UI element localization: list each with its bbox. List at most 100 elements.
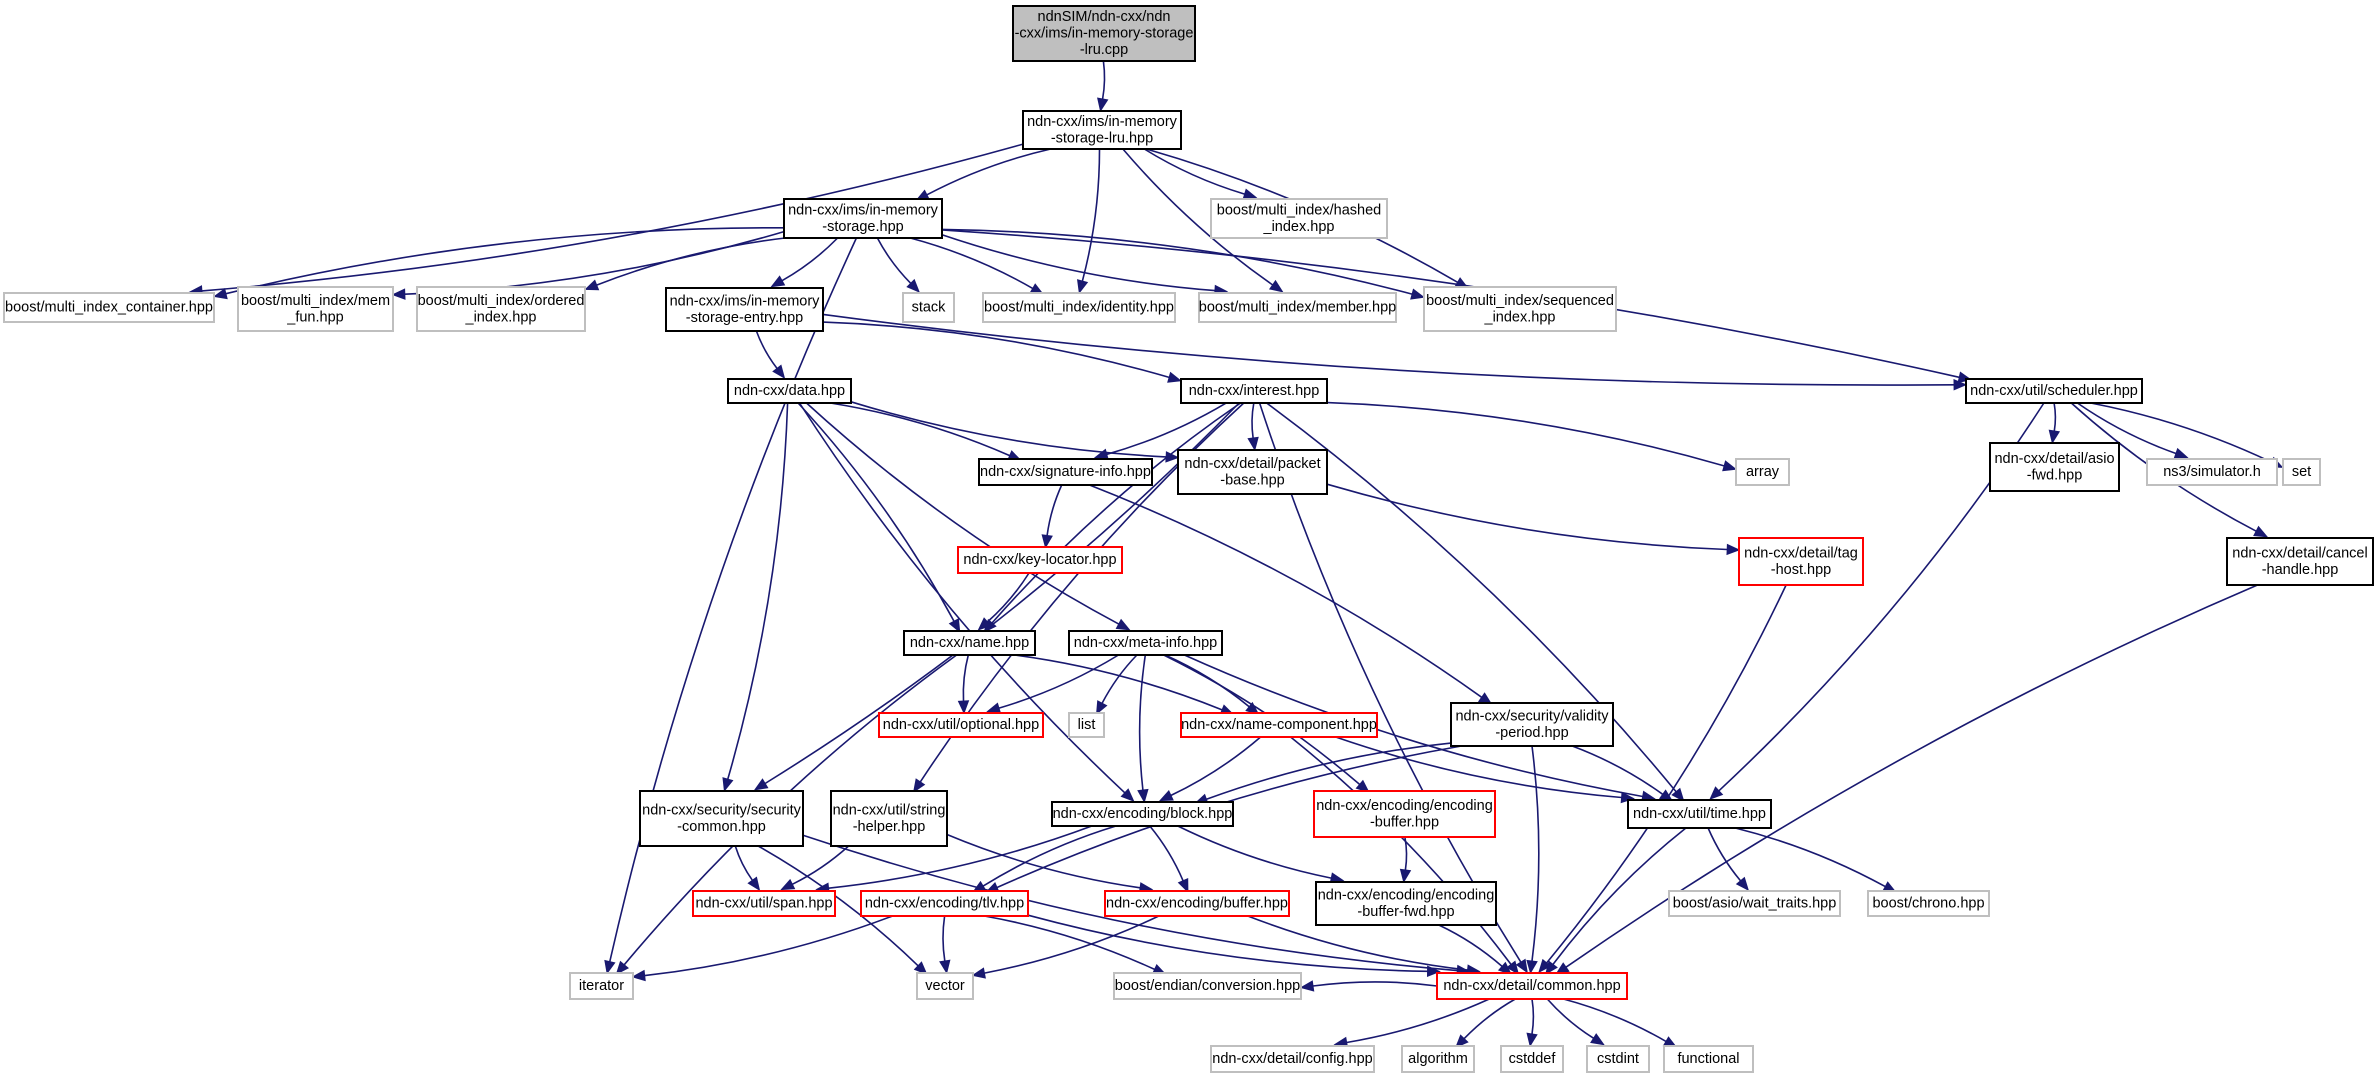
node-seccommon[interactable]: ndn-cxx/security/security-common.hpp [639, 790, 804, 847]
edge-namecomp-to-block [1170, 736, 1262, 797]
node-common[interactable]: ndn-cxx/detail/common.hpp [1436, 972, 1628, 1000]
node-box [1738, 537, 1864, 586]
node-taghost[interactable]: ndn-cxx/detail/tag-host.hpp [1738, 537, 1864, 586]
edge-common-to-endian [1312, 981, 1438, 987]
node-box [957, 546, 1123, 574]
node-label: -storage-lru.hpp [1051, 130, 1153, 146]
node-optional[interactable]: ndn-cxx/util/optional.hpp [878, 712, 1044, 738]
node-bufferfwd[interactable]: ndn-cxx/encoding/encoding-buffer-fwd.hpp [1315, 881, 1497, 926]
node-encbuf[interactable]: ndn-cxx/encoding/encoding-buffer.hpp [1313, 790, 1496, 838]
node-chrono: boost/chrono.hpp [1867, 890, 1990, 917]
node-box [1401, 1045, 1475, 1073]
node-mic: boost/multi_index_container.hpp [3, 292, 215, 323]
edge-storage-to-sequenced [941, 228, 1413, 295]
node-box [1989, 442, 2120, 492]
node-label: ndn-cxx/encoding/block.hpp [1053, 806, 1233, 822]
arrowhead-icon [2173, 447, 2189, 459]
node-algorithm: algorithm [1401, 1045, 1475, 1073]
node-label: ndn-cxx/encoding/encoding [1316, 798, 1493, 814]
arrowhead-icon [1735, 876, 1750, 891]
node-label: list [1078, 717, 1096, 733]
node-label: array [1746, 464, 1780, 480]
edge-tlv-to-endian [984, 915, 1155, 971]
node-tlv[interactable]: ndn-cxx/encoding/tlv.hpp [860, 890, 1029, 917]
edge-common-to-algorithm [1463, 998, 1516, 1040]
node-box [692, 890, 836, 917]
edge-strhelper-to-span [791, 845, 850, 886]
edge-storage-to-entry [781, 237, 839, 282]
edge-interest-to-packet [1251, 402, 1255, 439]
node-span[interactable]: ndn-cxx/util/span.hpp [692, 890, 836, 917]
node-scheduler[interactable]: ndn-cxx/util/scheduler.hpp [1965, 378, 2143, 404]
node-interest[interactable]: ndn-cxx/interest.hpp [1180, 378, 1328, 404]
node-strhelper[interactable]: ndn-cxx/util/string-helper.hpp [830, 790, 948, 847]
arrowhead-icon [1722, 460, 1737, 472]
node-data[interactable]: ndn-cxx/data.hpp [727, 378, 852, 404]
arrowhead-icon [977, 617, 992, 631]
node-root[interactable]: ndnSIM/ndn-cxx/ndn-cxx/ims/in-memory-sto… [1012, 5, 1196, 62]
node-box [878, 712, 1044, 738]
arrowhead-icon [1515, 958, 1528, 974]
node-label: ndn-cxx/detail/tag [1744, 545, 1858, 561]
node-cstdint: cstdint [1586, 1045, 1650, 1073]
node-identity: boost/multi_index/identity.hpp [982, 292, 1176, 323]
node-keyloc[interactable]: ndn-cxx/key-locator.hpp [957, 546, 1123, 574]
edge-keyloc-to-name [986, 572, 1030, 623]
node-entry[interactable]: ndn-cxx/ims/in-memory-storage-entry.hpp [665, 287, 824, 332]
edge-encbuf-to-bufferfwd [1404, 836, 1408, 871]
node-memfun: boost/multi_index/mem_fun.hpp [237, 286, 394, 332]
edge-block-to-bufferfwd [1177, 825, 1332, 879]
edge-lru-to-mic [201, 143, 1024, 292]
node-label: ndn-cxx/security/validity [1455, 708, 1609, 724]
edge-sig-to-validity [1089, 484, 1483, 698]
node-storage[interactable]: ndn-cxx/ims/in-memory-storage.hpp [783, 198, 943, 239]
node-label: -storage.hpp [822, 219, 903, 235]
node-box [1315, 881, 1497, 926]
node-config: ndn-cxx/detail/config.hpp [1210, 1045, 1375, 1073]
node-buffer[interactable]: ndn-cxx/encoding/buffer.hpp [1104, 890, 1290, 917]
node-label: cstddef [1509, 1051, 1557, 1067]
arrowhead-icon [770, 275, 786, 288]
node-meta[interactable]: ndn-cxx/meta-info.hpp [1068, 630, 1223, 656]
node-box [1500, 1045, 1564, 1073]
node-namecomp[interactable]: ndn-cxx/name-component.hpp [1180, 712, 1378, 738]
edge-meta-to-block [1138, 654, 1147, 791]
node-block[interactable]: ndn-cxx/encoding/block.hpp [1051, 801, 1234, 827]
node-label: ndn-cxx/util/span.hpp [695, 896, 832, 912]
node-validity[interactable]: ndn-cxx/security/validity-period.hpp [1450, 702, 1614, 747]
edge-seccommon-to-span [734, 845, 754, 881]
node-box [665, 287, 824, 332]
node-label: -period.hpp [1495, 725, 1568, 741]
node-box [569, 972, 634, 1000]
node-box [639, 790, 804, 847]
node-label: -base.hpp [1220, 472, 1285, 488]
node-hashed: boost/multi_index/hashed_index.hpp [1210, 198, 1388, 239]
arrowhead-icon [1671, 787, 1685, 803]
node-time[interactable]: ndn-cxx/util/time.hpp [1627, 799, 1772, 829]
node-asio[interactable]: ndn-cxx/detail/asio-fwd.hpp [1989, 442, 2120, 492]
node-cancel[interactable]: ndn-cxx/detail/cancel-handle.hpp [2226, 537, 2374, 586]
arrowhead-icon [1953, 379, 1968, 391]
edge-block-to-buffer [1149, 825, 1184, 882]
arrowhead-icon [957, 700, 970, 715]
arrowhead-icon [913, 961, 928, 976]
edge-validity-to-block [1206, 742, 1452, 801]
node-label: boost/multi_index/ordered [418, 293, 585, 309]
arrowhead-icon [1242, 188, 1258, 200]
node-box [1436, 972, 1628, 1000]
node-stack: stack [902, 292, 955, 323]
node-name[interactable]: ndn-cxx/name.hpp [903, 630, 1036, 656]
node-lru[interactable]: ndn-cxx/ims/in-memory-storage-lru.hpp [1022, 110, 1182, 150]
node-label: ndn-cxx/security/security [642, 802, 801, 818]
node-box [1668, 890, 1841, 917]
node-box [1663, 1045, 1754, 1073]
node-label: iterator [579, 978, 624, 994]
node-box [1180, 378, 1328, 404]
node-sig[interactable]: ndn-cxx/signature-info.hpp [978, 458, 1153, 486]
node-box [1627, 799, 1772, 829]
arrowhead-icon [1097, 97, 1109, 113]
edge-storage-to-ordered [596, 237, 786, 286]
node-member: boost/multi_index/member.hpp [1198, 292, 1397, 323]
edge-common-to-config [1346, 998, 1490, 1044]
node-packet[interactable]: ndn-cxx/detail/packet-base.hpp [1177, 449, 1328, 495]
